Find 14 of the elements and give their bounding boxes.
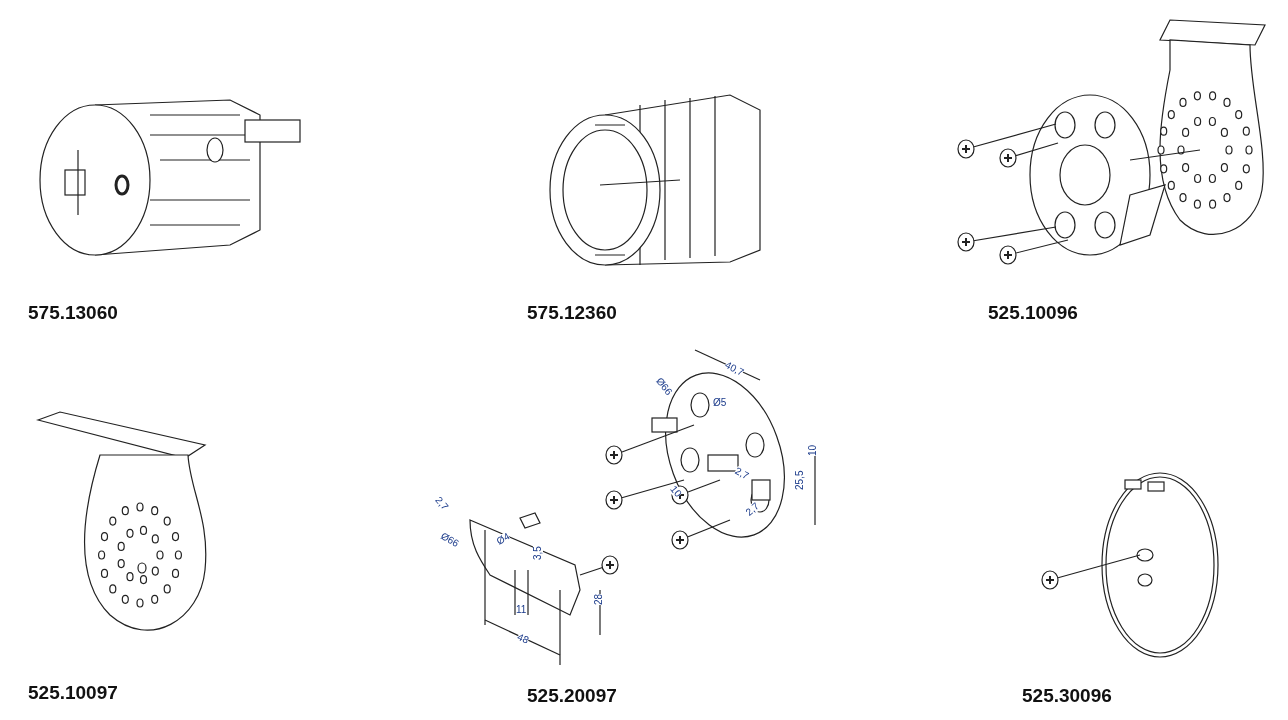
- dimension-label: 10: [808, 444, 818, 456]
- dimension-label: 28: [594, 593, 604, 605]
- dimension-label: 3,5: [533, 546, 543, 560]
- part-number: 525.30096: [1022, 686, 1112, 705]
- part-number: 575.13060: [28, 303, 118, 322]
- dimension-label: 11: [516, 605, 527, 615]
- dimension-label: 25,5: [795, 470, 805, 490]
- part-number: 525.10097: [28, 683, 118, 702]
- dimension-label: 48: [515, 632, 531, 646]
- part-number: 525.10096: [988, 303, 1078, 322]
- dimension-label: Ø66: [439, 531, 461, 550]
- dimension-label: Ø5: [713, 398, 727, 408]
- part-number: 525.20097: [527, 686, 617, 705]
- part-number: 575.12360: [527, 303, 617, 322]
